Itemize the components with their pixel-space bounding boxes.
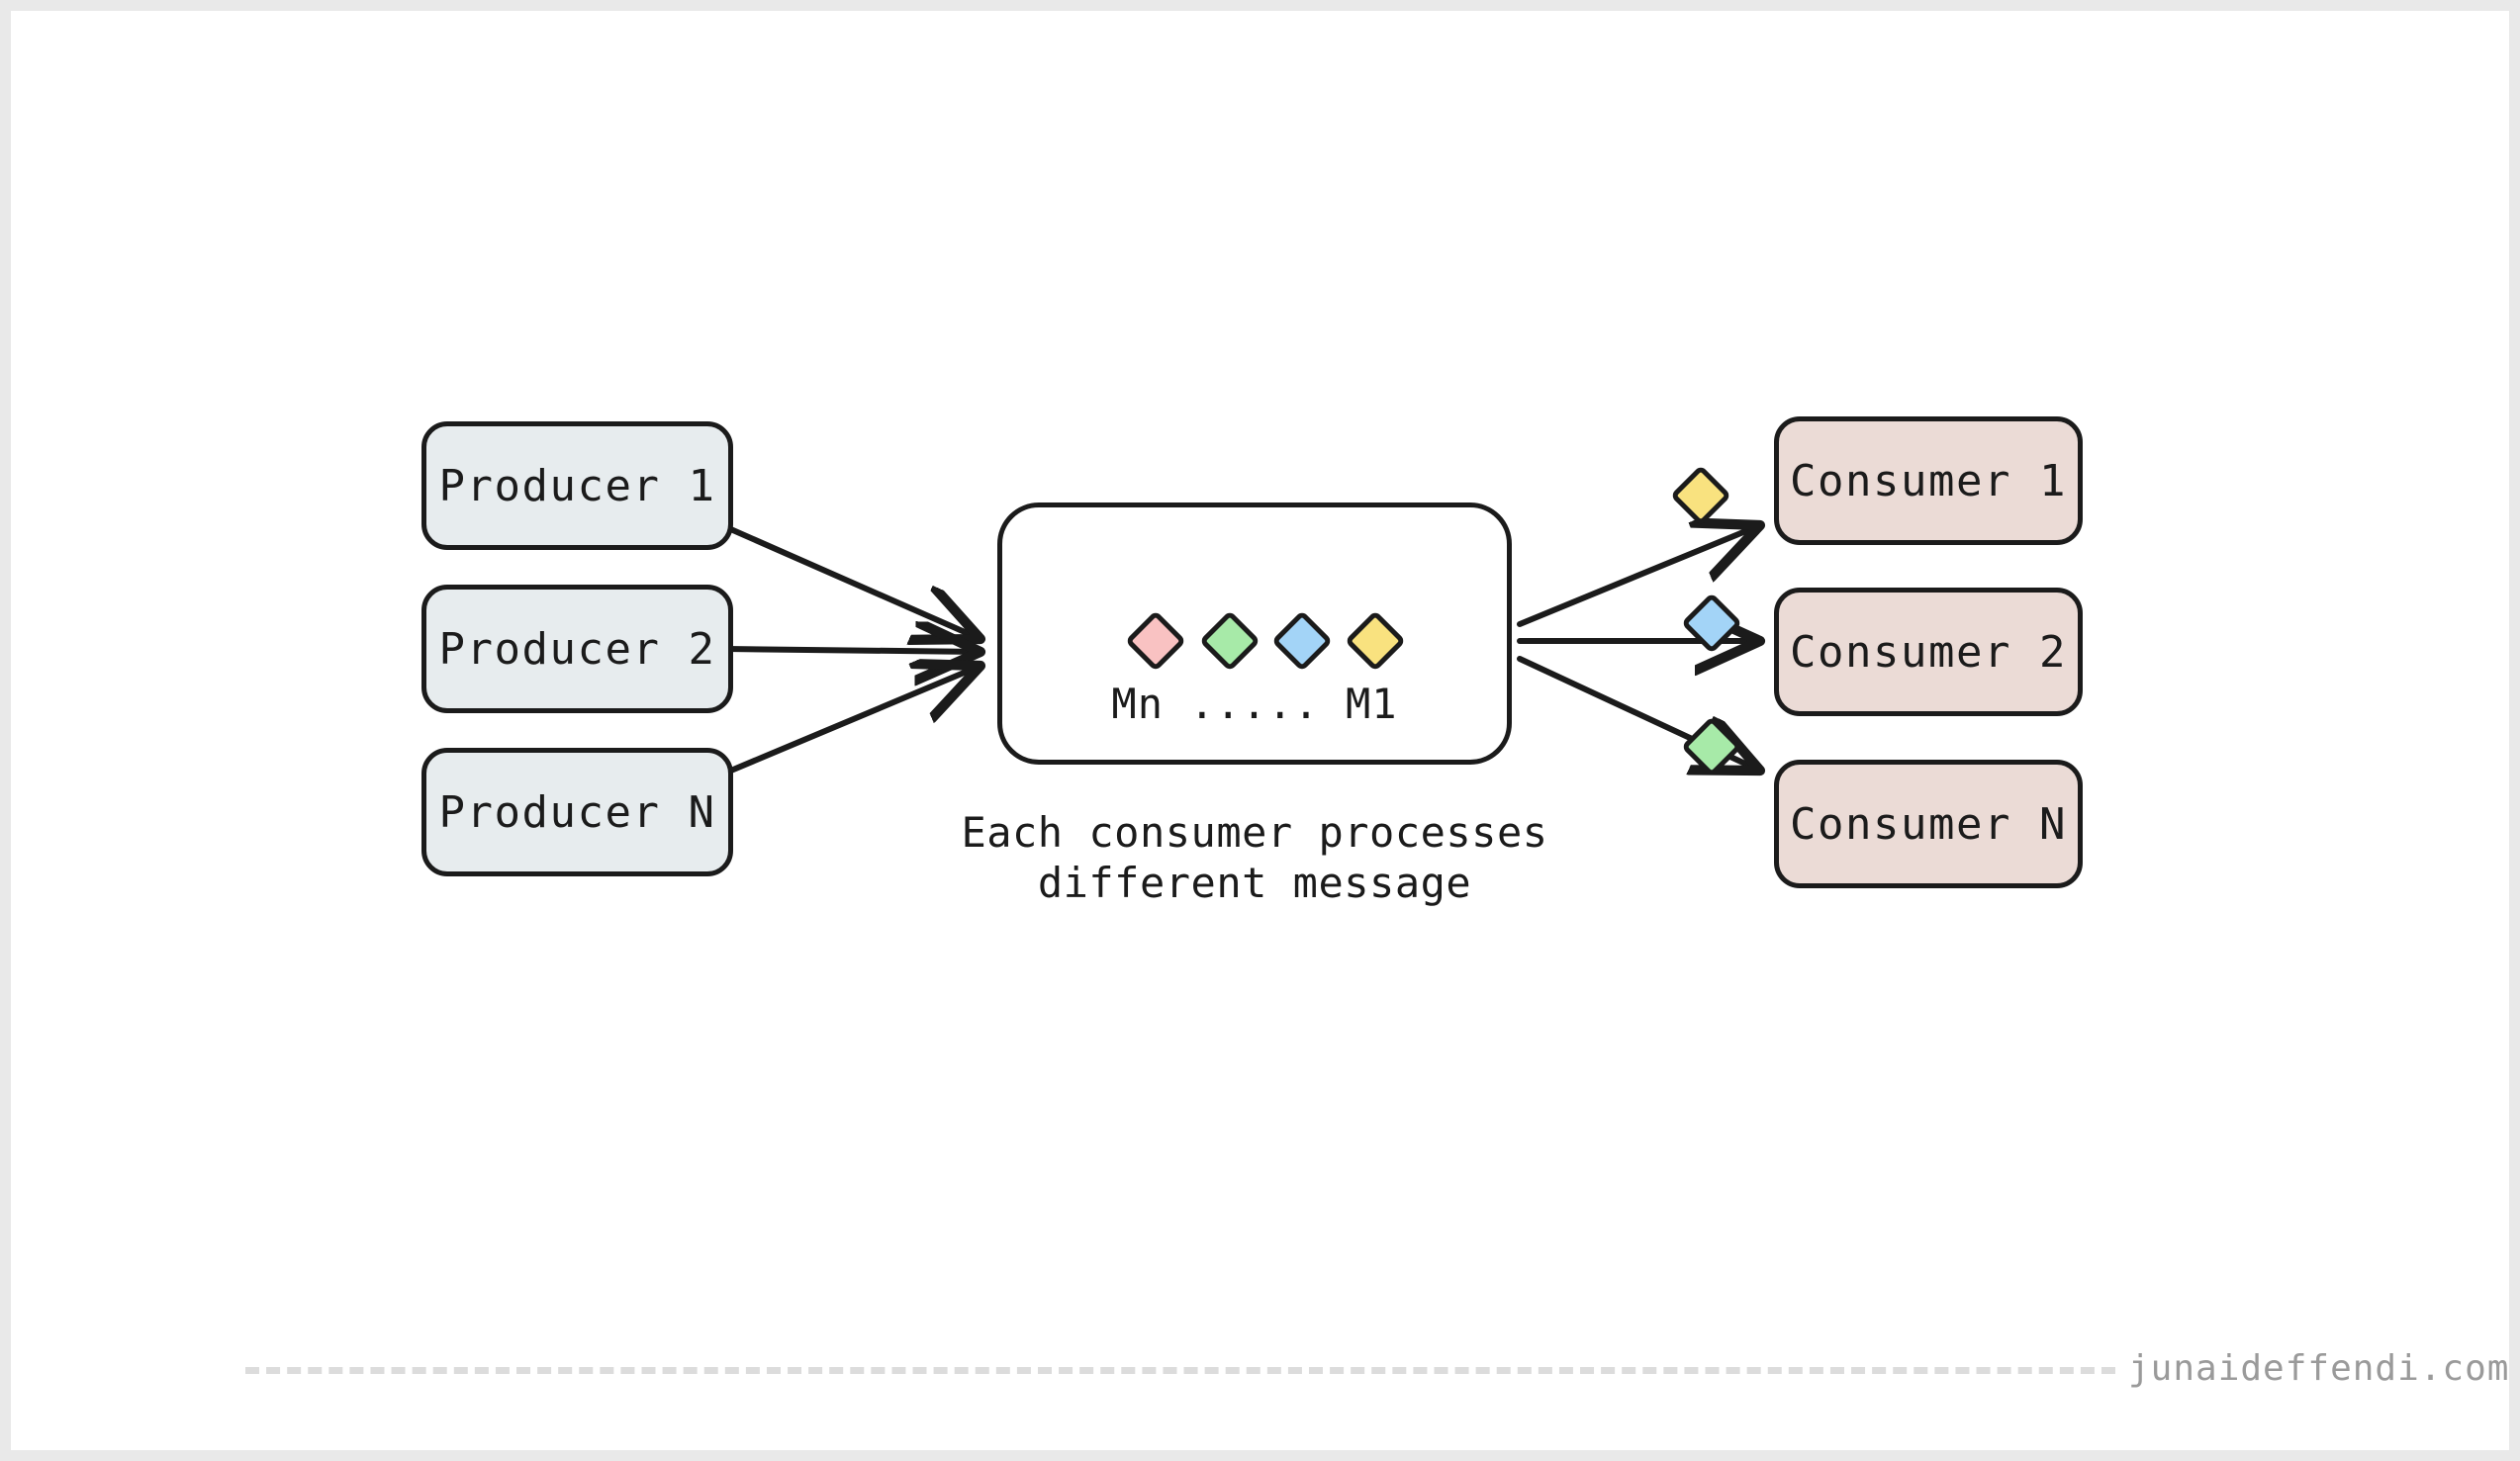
edge-producerN-to-queue xyxy=(723,666,980,776)
in-flight-message-green-icon xyxy=(1680,715,1743,778)
diagram-caption: Each consumer processes different messag… xyxy=(961,808,1548,908)
producer-2-node[interactable]: Producer 2 xyxy=(421,585,733,713)
in-flight-message-blue-icon xyxy=(1680,592,1743,655)
consumer-n-label: Consumer N xyxy=(1790,798,2067,850)
queue-range-label: Mn ..... M1 xyxy=(1111,680,1398,728)
consumer-n-node[interactable]: Consumer N xyxy=(1774,760,2083,888)
in-flight-message-yellow-icon xyxy=(1669,464,1732,527)
producer-n-label: Producer N xyxy=(438,786,716,838)
consumer-2-label: Consumer 2 xyxy=(1790,626,2067,678)
consumer-2-node[interactable]: Consumer 2 xyxy=(1774,588,2083,716)
producer-1-label: Producer 1 xyxy=(438,460,716,511)
footer-divider xyxy=(245,1367,2115,1374)
consumer-1-node[interactable]: Consumer 1 xyxy=(1774,416,2083,545)
footer-site-label: junaideffendi.com xyxy=(2128,1348,2509,1389)
diagram-canvas: Producer 1 Producer 2 Producer N Mn ....… xyxy=(11,11,2509,1450)
edge-producer1-to-queue xyxy=(723,524,980,639)
consumer-1-label: Consumer 1 xyxy=(1790,455,2067,506)
producer-2-label: Producer 2 xyxy=(438,623,716,675)
queue-node[interactable] xyxy=(997,502,1512,765)
producer-1-node[interactable]: Producer 1 xyxy=(421,421,733,550)
producer-n-node[interactable]: Producer N xyxy=(421,748,733,876)
edge-producer2-to-queue xyxy=(723,649,980,652)
